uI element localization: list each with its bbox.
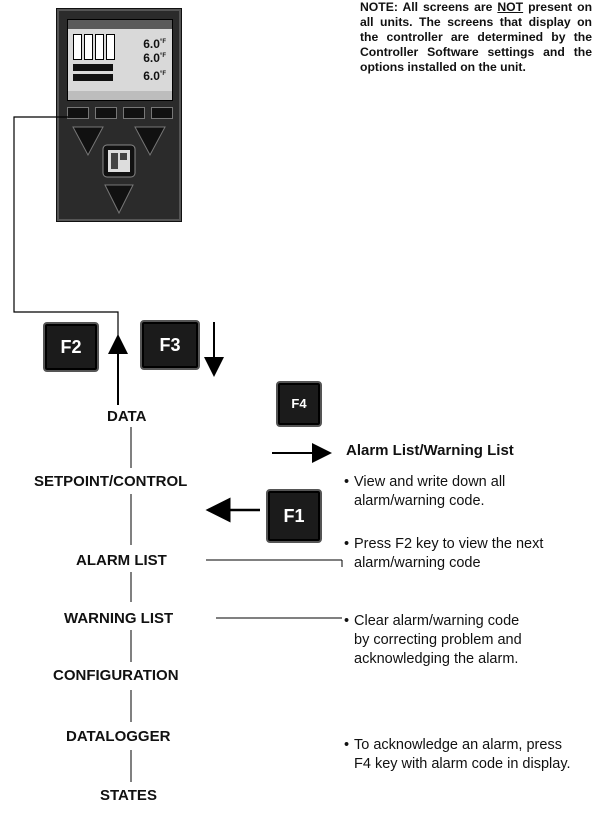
f2-key-icon[interactable]: F2 xyxy=(43,322,99,372)
menu-item-setpoint-control: SETPOINT/CONTROL xyxy=(34,473,187,490)
menu-item-states: STATES xyxy=(100,787,157,804)
alarm-panel-bullets: •Press F2 key to view the next alarm/war… xyxy=(344,535,594,573)
bullet-item: •To acknowledge an alarm, press F4 key w… xyxy=(344,736,594,774)
f4-key-icon[interactable]: F4 xyxy=(276,381,322,427)
bullet-item: •Clear alarm/warning code by correcting … xyxy=(344,612,594,669)
menu-item-configuration: CONFIGURATION xyxy=(53,667,179,684)
menu-item-warning-list: WARNING LIST xyxy=(64,610,173,627)
f1-key-icon[interactable]: F1 xyxy=(266,489,322,543)
alarm-panel-bullets: •View and write down all alarm/warning c… xyxy=(344,473,594,511)
alarm-panel-bullets: •To acknowledge an alarm, press F4 key w… xyxy=(344,736,594,774)
bullet-item: •View and write down all alarm/warning c… xyxy=(344,473,594,511)
alarm-panel-bullets: •Clear alarm/warning code by correcting … xyxy=(344,612,594,669)
menu-item-data: DATA xyxy=(107,408,146,425)
bullet-item: •Press F2 key to view the next alarm/war… xyxy=(344,535,594,573)
f3-key-icon[interactable]: F3 xyxy=(140,320,200,370)
alarm-panel-title: Alarm List/Warning List xyxy=(346,442,514,459)
menu-item-datalogger: DATALOGGER xyxy=(66,728,170,745)
menu-item-alarm-list: ALARM LIST xyxy=(76,552,167,569)
